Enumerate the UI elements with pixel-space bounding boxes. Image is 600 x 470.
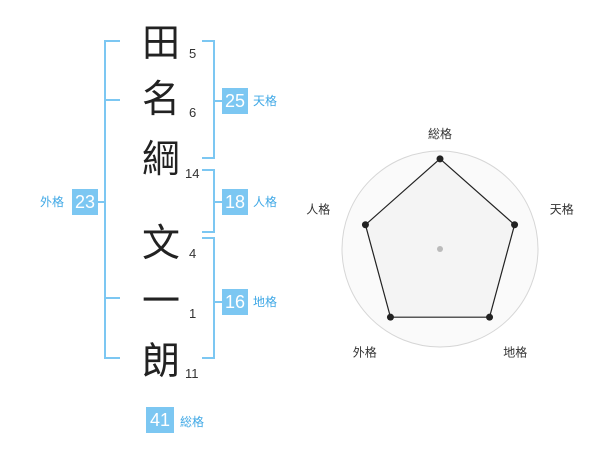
radar-axis-label: 外格: [353, 345, 377, 360]
stroke-count-5: 1: [189, 306, 197, 321]
soukaku-value-badge: 41: [146, 407, 174, 433]
radar-axis-label: 総格: [428, 126, 452, 141]
radar-shape: [364, 158, 516, 318]
radar-point: [436, 155, 444, 163]
radar-point: [386, 313, 394, 321]
name-char-5: 一: [141, 279, 180, 323]
chikaku-value-badge: 16: [222, 289, 248, 315]
stroke-count-4: 4: [189, 246, 197, 261]
radar-axis-label: 天格: [550, 201, 574, 216]
tenkaku-label: 天格: [253, 94, 278, 108]
radar-point: [361, 221, 369, 229]
jinkaku-value-badge: 18: [222, 189, 248, 215]
stroke-count-3: 14: [185, 166, 200, 181]
gaikaku-label: 外格: [40, 195, 65, 209]
stroke-count-6: 11: [185, 366, 199, 381]
chikaku-label: 地格: [253, 295, 278, 309]
tenkaku-value-badge: 25: [222, 88, 248, 114]
radar-point: [486, 313, 494, 321]
gaikaku-value-badge: 23: [72, 189, 98, 215]
stroke-count-1: 5: [189, 46, 197, 61]
radar-point: [511, 221, 519, 229]
name-char-2: 名: [141, 77, 180, 121]
name-char-4: 文: [141, 221, 180, 265]
name-char-1: 田: [141, 21, 180, 65]
radar-axis-label: 地格: [503, 345, 527, 360]
radar-center-dot: [437, 246, 443, 252]
radar-axis-label: 人格: [306, 201, 330, 216]
name-char-6: 朗: [141, 339, 180, 383]
name-char-3: 綱: [141, 137, 180, 181]
soukaku-label: 総格: [180, 415, 205, 429]
jinkaku-label: 人格: [253, 195, 278, 209]
stroke-count-2: 6: [189, 105, 197, 120]
